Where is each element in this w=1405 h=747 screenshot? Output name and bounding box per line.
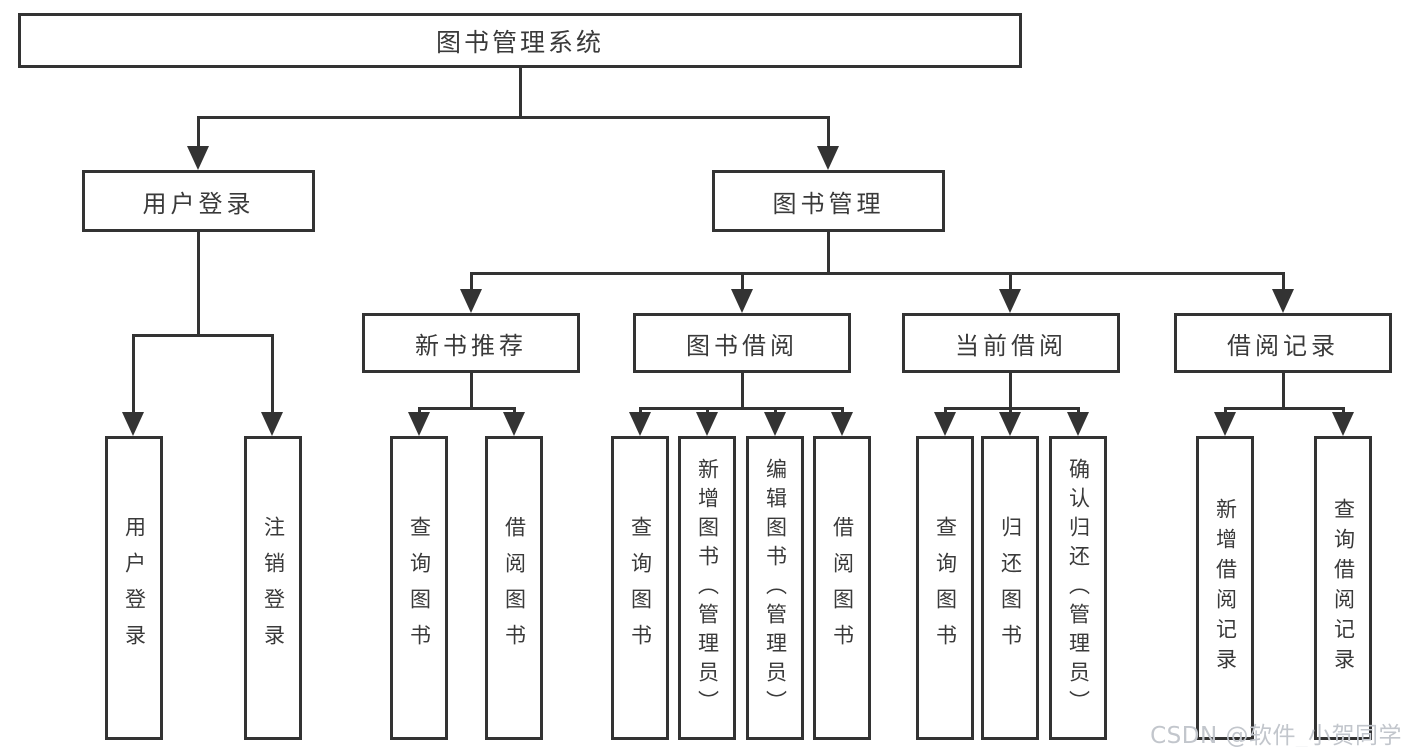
arrowhead-down xyxy=(696,412,718,436)
node-label: 图书管理 xyxy=(772,189,885,218)
node-label: 借阅记录 xyxy=(1227,331,1339,360)
connector-line xyxy=(740,373,744,410)
connector-line xyxy=(1223,406,1345,410)
arrowhead-down xyxy=(999,412,1021,436)
arrowhead-down xyxy=(1272,289,1294,313)
node-label: 图书管理系统 xyxy=(435,27,604,57)
arrowhead-down xyxy=(817,146,839,170)
arrowhead-down xyxy=(460,289,482,313)
connector-line xyxy=(638,406,844,410)
leaf-borrow-books: 借阅图书 xyxy=(485,436,543,740)
node-label: 当前借阅 xyxy=(955,331,1067,360)
connector-line xyxy=(740,271,744,303)
arrowhead-down xyxy=(122,412,144,436)
connector-line xyxy=(131,333,135,426)
node-label: 查询图书 xyxy=(628,516,653,660)
arrowhead-down xyxy=(831,412,853,436)
node-label: 用户登录 xyxy=(122,516,147,660)
leaf-logout: 注销登录 xyxy=(244,436,302,740)
leaf-add-borrow-record: 新增借阅记录 xyxy=(1196,436,1254,740)
leaf-borrow-books: 借阅图书 xyxy=(813,436,871,740)
connector-line xyxy=(196,115,200,160)
connector-line xyxy=(943,406,1080,410)
connector-line xyxy=(1008,271,1012,303)
node-borrowing-records: 借阅记录 xyxy=(1174,313,1392,373)
connector-line xyxy=(518,68,522,119)
node-label: 查询图书 xyxy=(933,516,958,660)
connector-line xyxy=(270,333,274,426)
connector-line xyxy=(1281,271,1285,303)
node-label: 注销登录 xyxy=(261,516,286,660)
node-label: 确认归还（管理员） xyxy=(1066,457,1091,719)
leaf-return-books: 归还图书 xyxy=(981,436,1039,740)
node-label: 图书借阅 xyxy=(686,331,798,360)
node-label: 用户登录 xyxy=(142,189,255,218)
leaf-user-login: 用户登录 xyxy=(105,436,163,740)
connector-line xyxy=(131,333,274,337)
node-user-login: 用户登录 xyxy=(82,170,315,232)
leaf-query-borrow-record: 查询借阅记录 xyxy=(1314,436,1372,740)
leaf-edit-books-admin: 编辑图书（管理员） xyxy=(746,436,804,740)
node-library-management-system: 图书管理系统 xyxy=(18,13,1022,68)
arrowhead-down xyxy=(731,289,753,313)
connector-line xyxy=(826,115,830,160)
node-label: 编辑图书（管理员） xyxy=(763,457,788,719)
arrowhead-down xyxy=(934,412,956,436)
arrowhead-down xyxy=(629,412,651,436)
node-label: 新增借阅记录 xyxy=(1213,498,1238,678)
leaf-query-books: 查询图书 xyxy=(916,436,974,740)
node-label: 新增图书（管理员） xyxy=(695,457,720,719)
arrowhead-down xyxy=(261,412,283,436)
leaf-add-books-admin: 新增图书（管理员） xyxy=(678,436,736,740)
connector-line xyxy=(1008,373,1012,410)
connector-line xyxy=(196,115,830,119)
arrowhead-down xyxy=(408,412,430,436)
connector-line xyxy=(417,406,516,410)
arrowhead-down xyxy=(1332,412,1354,436)
leaf-confirm-return-admin: 确认归还（管理员） xyxy=(1049,436,1107,740)
node-label: 借阅图书 xyxy=(830,516,855,660)
arrowhead-down xyxy=(1067,412,1089,436)
connector-line xyxy=(469,373,473,410)
connector-line xyxy=(469,271,1285,275)
node-label: 查询借阅记录 xyxy=(1331,498,1356,678)
arrowhead-down xyxy=(1214,412,1236,436)
leaf-query-books: 查询图书 xyxy=(611,436,669,740)
node-label: 查询图书 xyxy=(407,516,432,660)
arrowhead-down xyxy=(999,289,1021,313)
connector-line xyxy=(826,232,830,275)
arrowhead-down xyxy=(764,412,786,436)
connector-line xyxy=(1281,373,1285,410)
node-new-book-recommendation: 新书推荐 xyxy=(362,313,580,373)
node-book-borrowing: 图书借阅 xyxy=(633,313,851,373)
connector-line xyxy=(469,271,473,303)
node-book-management: 图书管理 xyxy=(712,170,945,232)
connector-line xyxy=(196,232,200,337)
node-label: 借阅图书 xyxy=(502,516,527,660)
watermark: CSDN @软件_小贺同学 xyxy=(1150,723,1402,747)
arrowhead-down xyxy=(503,412,525,436)
node-current-borrowing: 当前借阅 xyxy=(902,313,1120,373)
arrowhead-down xyxy=(187,146,209,170)
node-label: 新书推荐 xyxy=(415,331,527,360)
leaf-query-books: 查询图书 xyxy=(390,436,448,740)
node-label: 归还图书 xyxy=(998,516,1023,660)
